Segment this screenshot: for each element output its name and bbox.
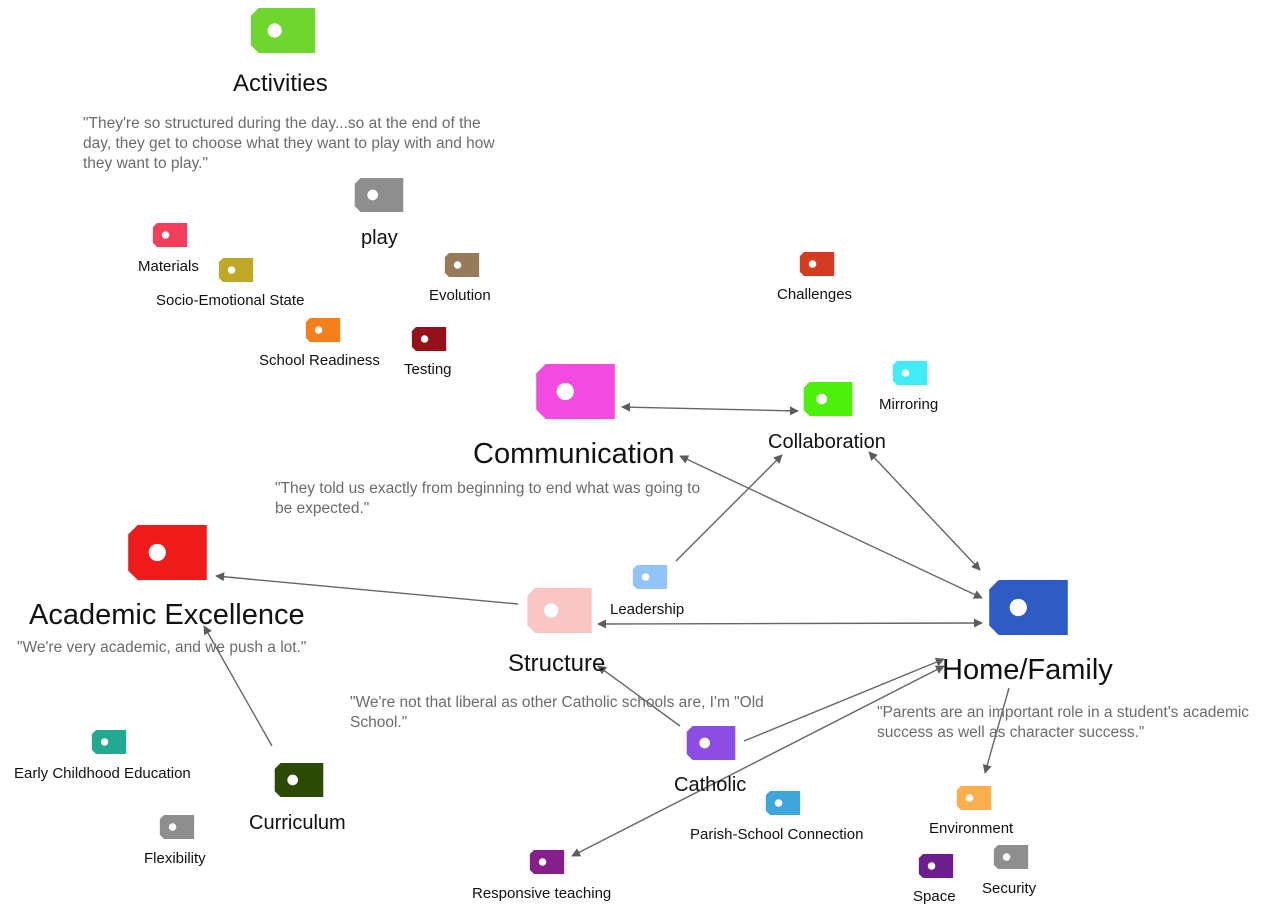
security-label[interactable]: Security <box>982 880 1037 897</box>
challenges-tag-icon[interactable] <box>799 252 835 276</box>
structure-quote: "We're not that liberal as other Catholi… <box>350 694 764 731</box>
socio-emotional-state-tag-icon[interactable] <box>218 258 254 282</box>
flexibility-label[interactable]: Flexibility <box>144 850 206 867</box>
evolution-tag-icon[interactable] <box>444 253 480 277</box>
edge-structure-home-family[interactable] <box>597 618 983 629</box>
play-tag-icon[interactable] <box>354 178 404 212</box>
edge-home-family-responsive-teaching[interactable] <box>571 665 945 857</box>
parish-school-connection-label[interactable]: Parish-School Connection <box>690 826 864 843</box>
catholic-tag-icon[interactable] <box>686 726 736 760</box>
play-label[interactable]: play <box>361 227 398 249</box>
communication-quote: "They told us exactly from beginning to … <box>275 480 701 517</box>
activities-quote: "They're so structured during the day...… <box>83 115 495 172</box>
school-readiness-tag-icon[interactable] <box>305 318 341 342</box>
activities-tag-icon[interactable] <box>250 8 316 53</box>
home-family-tag-icon[interactable] <box>989 580 1068 635</box>
environment-tag-icon[interactable] <box>956 786 992 810</box>
academic-excellence-tag-icon[interactable] <box>128 525 207 580</box>
collaboration-label[interactable]: Collaboration <box>768 431 886 453</box>
mirroring-tag-icon[interactable] <box>892 361 928 385</box>
environment-label[interactable]: Environment <box>929 820 1014 837</box>
parish-school-connection-tag-icon[interactable] <box>765 791 801 815</box>
edge-communication-collaboration[interactable] <box>621 402 799 416</box>
early-childhood-education-label[interactable]: Early Childhood Education <box>14 765 191 782</box>
edge-collaboration-home-family[interactable] <box>868 451 981 571</box>
evolution-label[interactable]: Evolution <box>429 287 491 304</box>
challenges-label[interactable]: Challenges <box>777 286 853 303</box>
structure-label[interactable]: Structure <box>508 650 606 677</box>
mirroring-label[interactable]: Mirroring <box>879 396 939 413</box>
edge-communication-home-family[interactable] <box>679 455 983 599</box>
curriculum-label[interactable]: Curriculum <box>249 812 346 834</box>
home-family-quote: "Parents are an important role in a stud… <box>877 704 1250 741</box>
socio-emotional-state-label[interactable]: Socio-Emotional State <box>156 292 305 309</box>
structure-tag-icon[interactable] <box>527 588 592 633</box>
edge-structure-academic-excellence[interactable] <box>215 572 519 605</box>
edge-curriculum-academic-excellence[interactable] <box>203 625 273 747</box>
testing-label[interactable]: Testing <box>404 361 452 378</box>
academic-excellence-quote: "We're very academic, and we push a lot.… <box>17 639 307 656</box>
responsive-teaching-label[interactable]: Responsive teaching <box>472 885 612 902</box>
home-family-label[interactable]: Home/Family <box>942 654 1113 686</box>
flexibility-tag-icon[interactable] <box>159 815 195 839</box>
responsive-teaching-tag-icon[interactable] <box>529 850 565 874</box>
testing-tag-icon[interactable] <box>411 327 447 351</box>
communication-tag-icon[interactable] <box>536 364 615 419</box>
leadership-tag-icon[interactable] <box>632 565 668 589</box>
early-childhood-education-tag-icon[interactable] <box>91 730 127 754</box>
activities-label[interactable]: Activities <box>233 70 328 97</box>
catholic-label[interactable]: Catholic <box>674 774 747 796</box>
materials-tag-icon[interactable] <box>152 223 188 247</box>
curriculum-tag-icon[interactable] <box>274 763 324 797</box>
school-readiness-label[interactable]: School Readiness <box>259 352 380 369</box>
edge-home-family-environment[interactable] <box>982 687 1010 774</box>
academic-excellence-label[interactable]: Academic Excellence <box>29 599 305 631</box>
security-tag-icon[interactable] <box>993 845 1029 869</box>
space-label[interactable]: Space <box>913 888 956 905</box>
communication-label[interactable]: Communication <box>473 438 675 470</box>
collaboration-tag-icon[interactable] <box>803 382 853 416</box>
space-tag-icon[interactable] <box>918 854 954 878</box>
edge-leadership-collaboration[interactable] <box>675 454 783 562</box>
materials-label[interactable]: Materials <box>138 258 199 275</box>
leadership-label[interactable]: Leadership <box>610 601 685 618</box>
